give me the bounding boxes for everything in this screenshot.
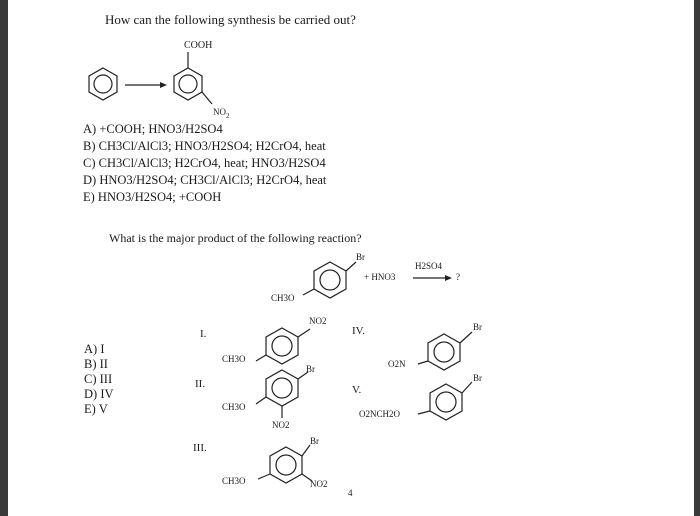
roman-iii: III. [193,442,207,454]
roman-v: V. [352,384,362,396]
roman-ii: II. [195,378,206,390]
q2-reaction-arrow [413,275,452,281]
stray-mark: 4 [348,488,353,498]
v-o2nch2o-label: O2NCH2O [359,409,401,419]
question-1-prompt: How can the following synthesis be carri… [105,12,356,27]
question-mark: ? [456,272,460,282]
q2-options: A) I B) II C) III D) IV E) V [84,342,114,417]
q2-option-e: E) V [84,402,108,416]
question-2-prompt: What is the major product of the followi… [109,231,362,245]
right-frame-border [694,0,700,516]
product-i-ring [255,327,311,365]
roman-iv: IV. [352,325,365,337]
reagent-hno3: + HNO3 [364,272,396,282]
q1-option-b: B) CH3Cl/AlCl3; HNO3/H2SO4; H2CrO4, heat [83,139,326,153]
ii-br-label: Br [306,364,315,374]
product-iv-ring [417,331,473,371]
left-frame-border [0,0,8,516]
q2-option-d: D) IV [84,387,114,401]
reactant-och3-label: CH3O [271,293,295,303]
iv-o2n-label: O2N [388,359,406,369]
product-ring [173,52,213,105]
no2-label: NO2 [213,107,230,120]
cooh-label: COOH [184,40,213,51]
q2-option-b: B) II [84,357,108,371]
roman-i: I. [200,328,207,340]
q1-option-c: C) CH3Cl/AlCl3; H2CrO4, heat; HNO3/H2SO4 [83,156,326,170]
v-br-label: Br [473,373,482,383]
product-v-ring [417,381,473,421]
i-no2-label: NO2 [309,316,327,326]
i-ch3o-label: CH3O [222,354,246,364]
q1-option-d: D) HNO3/H2SO4; CH3Cl/AlCl3; H2CrO4, heat [83,173,327,187]
q2-option-a: A) I [84,342,105,356]
reactant-ring [302,261,357,299]
benzene-ring [88,67,118,101]
ii-ch3o-label: CH3O [222,402,246,412]
iii-no2-label: NO2 [310,479,328,489]
iv-br-label: Br [473,322,482,332]
product-iii-ring [257,444,313,484]
q1-option-e: E) HNO3/H2SO4; +COOH [83,190,222,204]
product-ii-ring [255,369,309,418]
reactant-br-label: Br [356,252,365,262]
reagent-h2so4: H2SO4 [415,261,443,271]
q2-option-c: C) III [84,372,113,386]
ii-no2-label: NO2 [272,420,290,430]
iii-ch3o-label: CH3O [222,476,246,486]
q1-option-a: A) +COOH; HNO3/H2SO4 [83,122,223,136]
iii-br-label: Br [310,436,319,446]
reaction-arrow [125,82,167,88]
